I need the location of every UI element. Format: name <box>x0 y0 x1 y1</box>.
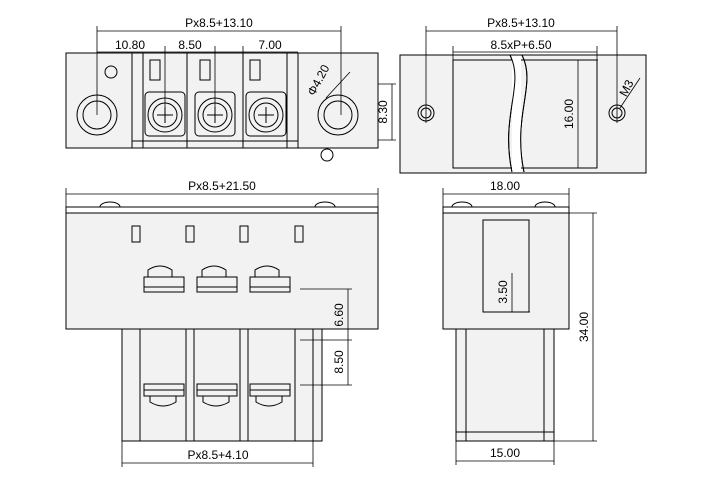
dim-side-inner: 8.5xP+6.50 <box>490 38 551 52</box>
end-view-pin <box>455 328 555 442</box>
small-hole-left <box>104 65 118 79</box>
front-view: Px8.5+21.50 6.60 8.50 Px8.5+4.10 <box>65 179 379 467</box>
dim-top-right: 7.00 <box>258 38 282 52</box>
dim-front-overall: Px8.5+21.50 <box>188 179 256 193</box>
screw-head-icon <box>143 265 185 293</box>
screw-head-icon <box>249 265 291 293</box>
front-view-pin-section <box>121 328 323 442</box>
dim-end-slot: 3.50 <box>496 280 510 304</box>
screw-head-icon <box>143 383 185 407</box>
small-hole-right <box>320 148 334 162</box>
mounting-hole-right <box>323 100 353 130</box>
dim-front-lower: 8.50 <box>332 350 346 374</box>
dim-side-height: 16.00 <box>562 99 576 129</box>
screw-head-icon <box>249 383 291 407</box>
top-view: Px8.5+13.10 10.80 8.50 7.00 Φ4.20 8.30 <box>65 16 396 162</box>
screw-head-icon <box>245 91 287 137</box>
screw-head-icon <box>196 383 238 407</box>
end-view-body <box>442 212 570 330</box>
end-view: 18.00 3.50 34.00 15.00 <box>442 179 597 465</box>
dim-top-height: 8.30 <box>376 100 390 124</box>
dim-front-upper: 6.60 <box>332 303 346 327</box>
dim-side-overall: Px8.5+13.10 <box>487 16 555 30</box>
dim-end-width: 18.00 <box>490 179 520 193</box>
dim-top-overall: Px8.5+13.10 <box>185 16 253 30</box>
dim-front-bottom: Px8.5+4.10 <box>187 448 248 462</box>
dim-top-left: 10.80 <box>115 38 145 52</box>
side-view-inner <box>452 59 598 169</box>
screw-head-icon <box>196 265 238 293</box>
dim-end-height: 34.00 <box>577 312 591 342</box>
dim-end-bottom: 15.00 <box>490 446 520 460</box>
side-view: Px8.5+13.10 8.5xP+6.50 16.00 M3 <box>399 16 647 174</box>
front-view-body <box>65 212 379 330</box>
top-view-body <box>65 52 379 149</box>
dim-top-pitch: 8.50 <box>178 38 202 52</box>
